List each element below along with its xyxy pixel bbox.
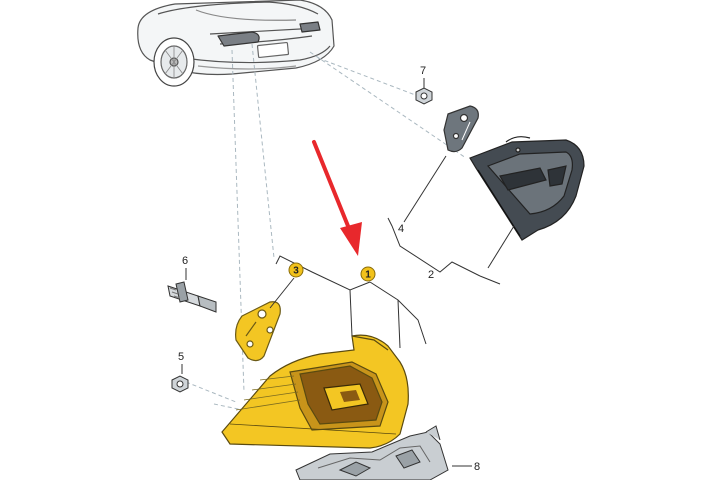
part-8-bracket — [295, 425, 472, 480]
part-7-nut — [415, 78, 433, 105]
part-2-inner-tail-lamp — [469, 136, 585, 241]
callout-1: 1 — [365, 270, 371, 281]
part-4-gasket — [443, 105, 479, 153]
callout-2: 2 — [428, 269, 434, 281]
callout-6: 6 — [182, 255, 188, 267]
part-5-nut — [171, 364, 189, 393]
pointer-arrow-icon — [312, 140, 362, 256]
callout-labels: 7 4 2 6 5 8 3 1 — [178, 65, 480, 473]
callout-3: 3 — [293, 266, 299, 277]
callout-4: 4 — [398, 223, 404, 235]
callout-badge-1: 1 — [360, 266, 376, 282]
callout-lines-upper — [387, 155, 515, 285]
part-6-bolt — [167, 268, 217, 313]
callout-7: 7 — [420, 65, 426, 77]
callout-badge-3: 3 — [288, 262, 304, 278]
part-3-gasket-highlight — [235, 301, 281, 362]
callout-5: 5 — [178, 351, 184, 363]
callout-lines-part-1 — [275, 255, 427, 349]
callout-line-3 — [269, 277, 295, 309]
sedan-rear-view-icon — [137, 0, 335, 87]
callout-8: 8 — [474, 461, 480, 473]
part-1-outer-tail-lamp-highlight — [221, 334, 409, 449]
dashed-leader-lines — [185, 43, 467, 415]
